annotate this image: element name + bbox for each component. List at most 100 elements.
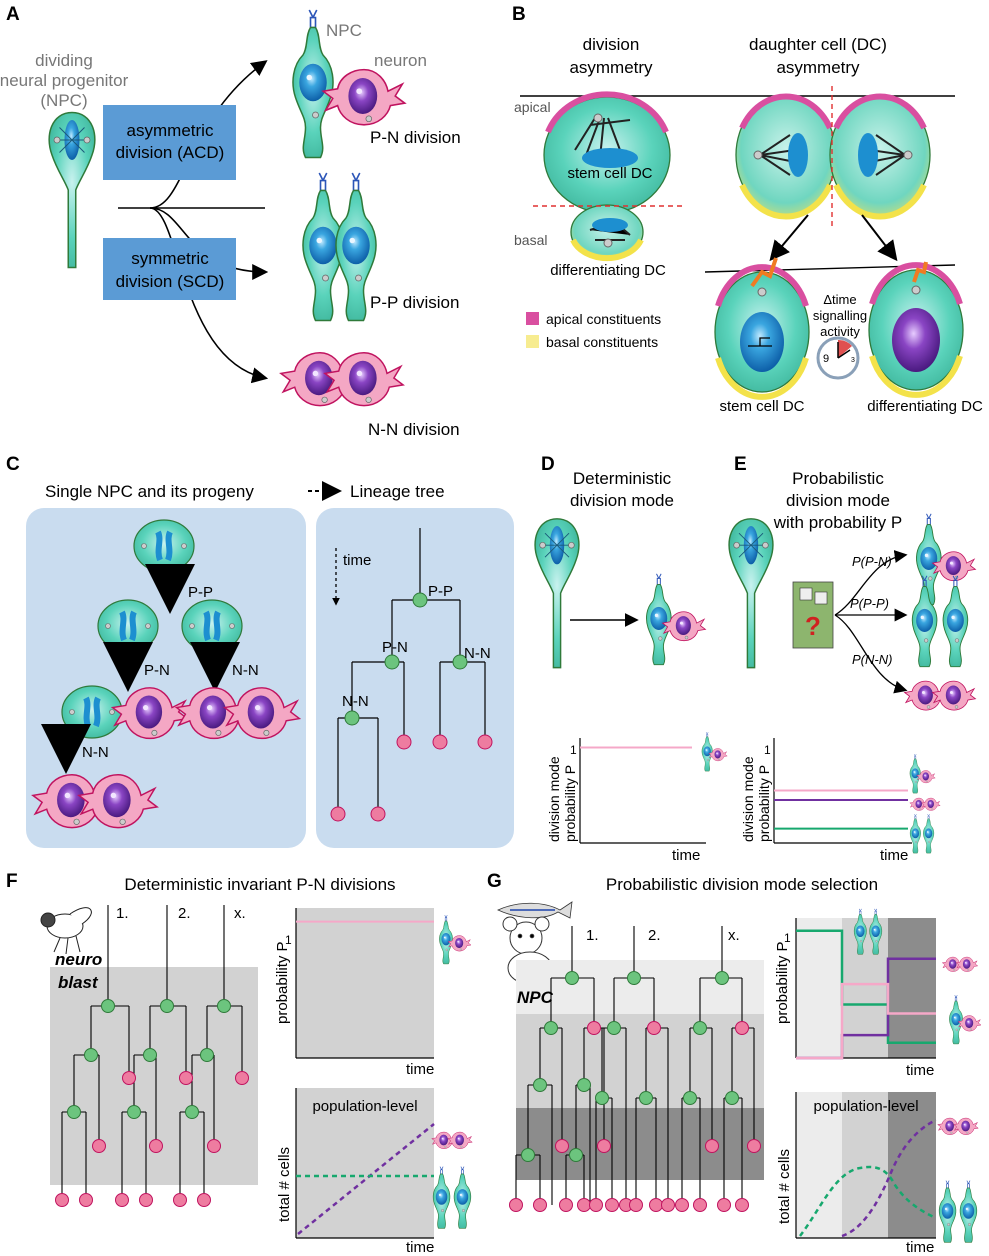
b-apical-label: apical xyxy=(514,99,551,115)
g-pop-xlabel: time xyxy=(906,1239,934,1256)
f-pop-xlabel: time xyxy=(406,1239,434,1256)
a-npc-label-1: dividing xyxy=(35,51,93,70)
c-left-title: Single NPC and its progeny xyxy=(45,482,254,501)
a-pn-neuron xyxy=(322,68,406,126)
e-legend-nn-icon xyxy=(910,798,940,810)
c-pn: P-N xyxy=(144,662,170,679)
panel-e-label: E xyxy=(734,454,747,475)
a-npc-label-3: (NPC) xyxy=(40,91,87,110)
panel-d-label: D xyxy=(541,454,555,475)
f-pop-title: population-level xyxy=(312,1098,417,1115)
c-tree-node-nn-2 xyxy=(344,710,360,726)
f-prob-xlabel: time xyxy=(406,1061,434,1078)
a-acd-box xyxy=(103,105,236,180)
f-lineage-2: 2. xyxy=(178,905,191,922)
a-dividing-npc xyxy=(48,111,96,269)
e-p-nn: P(N-N) xyxy=(852,652,892,667)
d-title-1: Deterministic xyxy=(573,469,672,488)
c-tree-leaf xyxy=(432,734,448,750)
c-npc-3 xyxy=(182,600,242,652)
b-arrow-left xyxy=(769,214,809,262)
b-clock-icon xyxy=(816,336,860,380)
e-dice-question-icon: ? xyxy=(792,581,834,649)
c-right-panel-bg xyxy=(316,508,514,848)
b-diff-dc-bottom: differentiating DC xyxy=(867,398,983,415)
f-lineage-x: x. xyxy=(234,905,246,922)
g-tree-bg-3 xyxy=(516,1108,764,1180)
a-scd-box xyxy=(103,238,236,300)
e-pp-pair xyxy=(912,576,967,667)
b-legend-basal-swatch xyxy=(526,335,539,348)
f-pop-pp-icon xyxy=(433,1167,471,1229)
b-legend-basal: basal constituents xyxy=(546,334,658,350)
a-npc-label-2: neural progenitor xyxy=(0,71,129,90)
d-ylabel-2: probability P xyxy=(562,765,578,842)
d-title-2: division mode xyxy=(570,491,674,510)
e-ylabel-2: probability P xyxy=(756,765,772,842)
e-y1: 1 xyxy=(764,743,771,757)
c-nn: N-N xyxy=(232,662,259,679)
g-prob-xlabel: time xyxy=(906,1062,934,1079)
e-p-pp: P(P-P) xyxy=(850,596,889,611)
f-pop-ylabel: total # cells xyxy=(276,1147,293,1222)
g-npc: NPC xyxy=(517,988,554,1007)
g-pop-ylabel: total # cells xyxy=(776,1149,793,1224)
a-pn-label: P-N division xyxy=(370,128,461,147)
svg-text:?: ? xyxy=(805,611,821,641)
b-signalling: signalling xyxy=(813,308,867,323)
c-right-title: Lineage tree xyxy=(350,482,445,501)
panel-c-label: C xyxy=(6,454,20,475)
b-legend-apical-swatch xyxy=(526,312,539,325)
c-tree-leaf xyxy=(396,734,412,750)
f-tree-nodes xyxy=(55,999,249,1207)
b-clock-9: 9 xyxy=(823,353,829,365)
a-scd-line2: division (SCD) xyxy=(116,272,225,291)
c-npc-2 xyxy=(98,600,158,652)
panel-f-label: F xyxy=(6,871,18,892)
g-lineage-x: x. xyxy=(728,927,740,944)
a-pp-label: P-P division xyxy=(370,293,459,312)
f-prob-ylabel: probability P xyxy=(274,941,291,1024)
b-signal-bolt-1 xyxy=(750,257,778,288)
c-tree-leaf xyxy=(330,806,346,822)
e-p-pn: P(P-N) xyxy=(852,554,892,569)
g-tree-nodes xyxy=(509,971,761,1212)
c-pp: P-P xyxy=(188,584,213,601)
c-time-label: time xyxy=(343,552,371,569)
e-arrow-nn xyxy=(834,614,908,694)
a-nn-label: N-N division xyxy=(368,420,460,439)
f-fly-icon xyxy=(40,907,92,955)
b-division-asymmetry-cell xyxy=(543,91,671,262)
d-chart xyxy=(579,738,706,844)
f-prob-pn-icon xyxy=(439,915,471,964)
e-nn-pair xyxy=(905,681,976,710)
f-title: Deterministic invariant P-N divisions xyxy=(124,875,395,894)
g-pop-pp-icon xyxy=(939,1181,977,1243)
e-title-2: division mode xyxy=(786,491,890,510)
f-lineage-1: 1. xyxy=(116,905,129,922)
b-diff-dc-label: differentiating DC xyxy=(550,262,666,279)
e-ylabel-1: division mode xyxy=(740,756,756,842)
b-legend-apical: apical constituents xyxy=(546,311,661,327)
f-y1: 1 xyxy=(285,933,292,947)
g-y1: 1 xyxy=(784,931,791,945)
c-tree-leaf xyxy=(370,806,386,822)
b-dc-asym-1: daughter cell (DC) xyxy=(749,35,887,54)
d-legend-pn-icon xyxy=(702,732,727,771)
e-legend-pn-icon xyxy=(910,754,935,793)
g-pop-title: population-level xyxy=(813,1098,918,1115)
c-nn-2: N-N xyxy=(82,744,109,761)
c-left-panel-bg xyxy=(26,508,306,848)
g-prob-pn-icon xyxy=(949,995,981,1044)
b-dc-asym-2: asymmetry xyxy=(776,58,860,77)
g-title: Probabilistic division mode selection xyxy=(606,875,878,894)
g-pop-nn-icon xyxy=(938,1118,978,1135)
e-title-1: Probabilistic xyxy=(792,469,884,488)
g-tree-bg-1 xyxy=(516,960,764,1014)
f-blast: blast xyxy=(58,973,99,992)
g-prob-nn-icon xyxy=(942,957,977,971)
g-prob-chart xyxy=(795,918,936,1060)
g-fish-icon xyxy=(497,901,573,919)
a-acd-line2: division (ACD) xyxy=(116,143,225,162)
d-xlabel: time xyxy=(672,847,700,864)
